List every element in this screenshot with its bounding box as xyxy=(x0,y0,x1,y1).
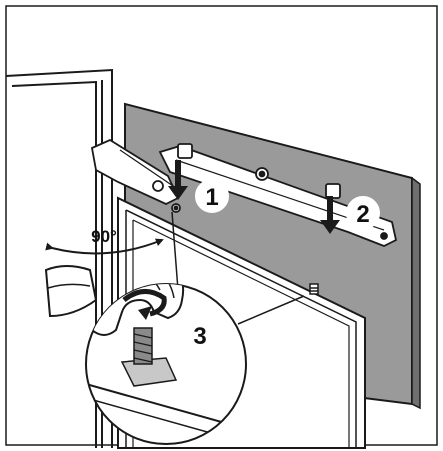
step1-label: 1 xyxy=(205,184,218,211)
angle-label: 90° xyxy=(91,227,117,246)
step1-badge: 1 xyxy=(196,180,228,212)
step3-label: 3 xyxy=(193,323,206,350)
step2-badge: 2 xyxy=(347,197,379,229)
step2-label: 2 xyxy=(356,201,369,228)
frame-screw xyxy=(310,284,318,294)
